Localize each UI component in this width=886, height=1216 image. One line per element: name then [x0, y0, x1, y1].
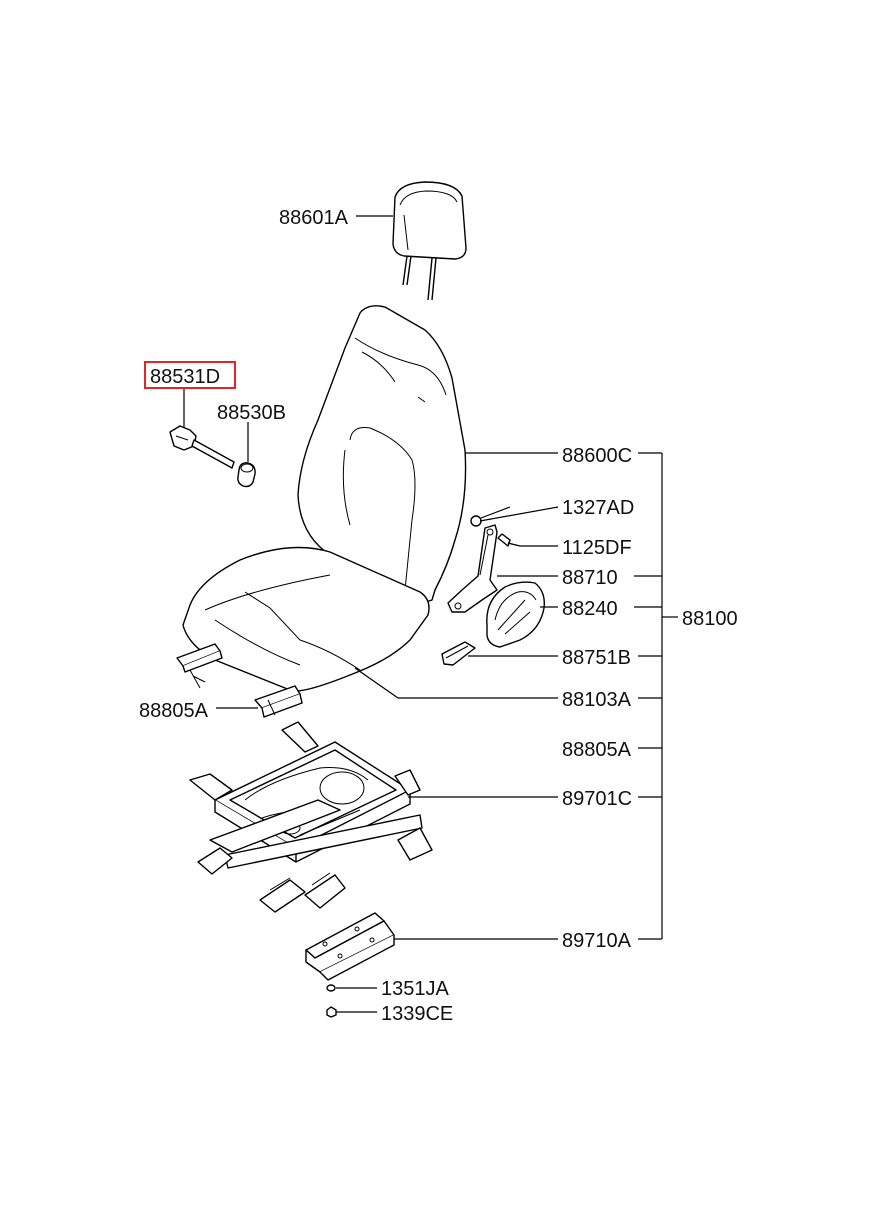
seat-back-part[interactable]: [297, 305, 467, 603]
label-1339ce[interactable]: 1339CE: [381, 1003, 453, 1025]
part-labels: 88601A 88531D 88530B 88600C 1327AD 1125D…: [139, 207, 738, 1025]
track-assembly-part[interactable]: [189, 721, 433, 913]
bracket-part[interactable]: [305, 912, 395, 981]
label-88103a[interactable]: 88103A: [562, 689, 632, 711]
label-1351ja[interactable]: 1351JA: [381, 978, 449, 1000]
rail-right-part[interactable]: [254, 685, 303, 718]
label-88805a-right[interactable]: 88805A: [562, 739, 632, 761]
label-88751b[interactable]: 88751B: [562, 647, 631, 669]
label-88531d[interactable]: 88531D: [150, 366, 220, 388]
highlight-box: [144, 361, 236, 389]
label-1125df[interactable]: 1125DF: [562, 537, 632, 559]
label-88100[interactable]: 88100: [682, 608, 738, 630]
label-89701c[interactable]: 89701C: [562, 788, 632, 810]
knob-small-part[interactable]: [441, 641, 476, 666]
label-88710[interactable]: 88710: [562, 567, 618, 589]
recliner-arm-part[interactable]: [447, 524, 498, 613]
nut-top-part[interactable]: [470, 515, 482, 527]
label-88600c[interactable]: 88600C: [562, 445, 632, 467]
recliner-cover-part[interactable]: [486, 581, 545, 648]
bolt-part[interactable]: [497, 533, 521, 547]
label-89710a[interactable]: 89710A: [562, 930, 632, 952]
label-88601a[interactable]: 88601A: [279, 207, 349, 229]
nut-b-part[interactable]: [326, 1006, 337, 1018]
seat-cushion-part[interactable]: [182, 546, 430, 692]
label-88240[interactable]: 88240: [562, 598, 618, 620]
label-88805a-left[interactable]: 88805A: [139, 700, 209, 722]
nut-a-part[interactable]: [326, 984, 336, 992]
label-88530b[interactable]: 88530B: [217, 402, 286, 424]
leader-lines: [183, 215, 678, 1013]
label-1327ad[interactable]: 1327AD: [562, 497, 634, 519]
rail-left-part[interactable]: [176, 643, 223, 689]
headrest-part[interactable]: [392, 181, 467, 301]
recliner-knob-part[interactable]: [169, 425, 235, 469]
spacer-part[interactable]: [237, 462, 256, 488]
